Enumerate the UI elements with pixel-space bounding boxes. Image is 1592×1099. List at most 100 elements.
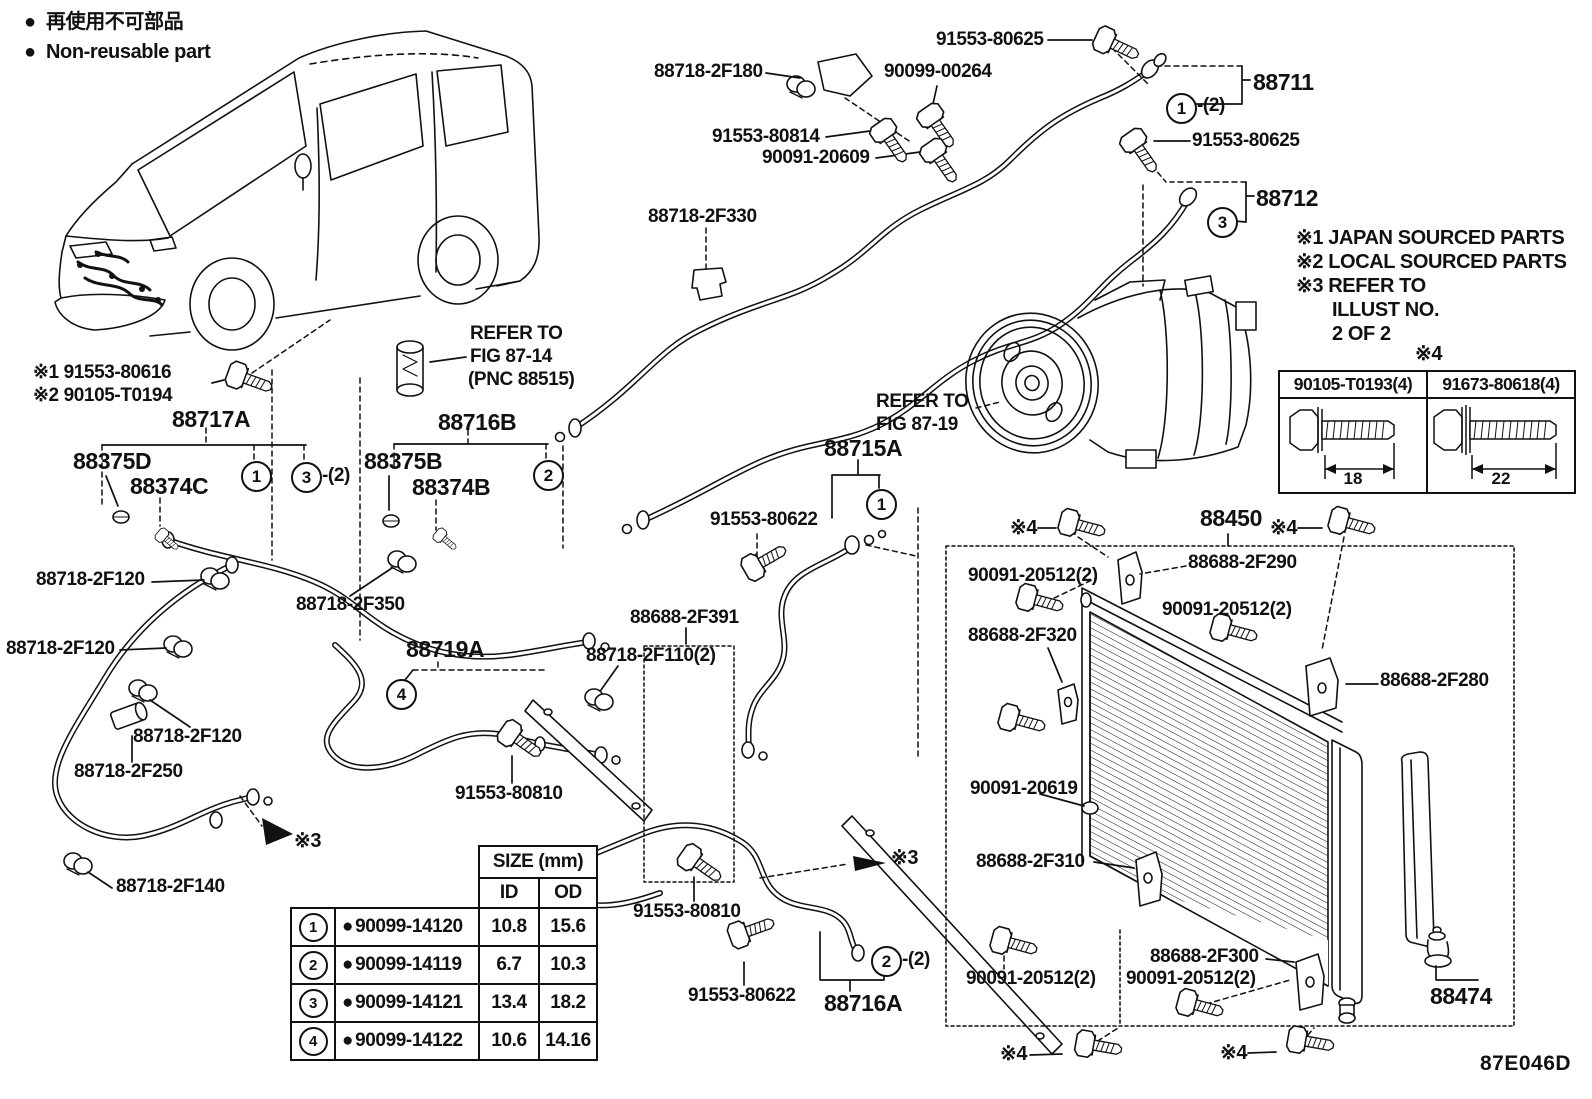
label-88719A: 88719A <box>406 636 485 662</box>
label-88716A: 88716A <box>824 990 903 1016</box>
label-91553-80810-b: 91553-80810 <box>633 901 741 922</box>
van-illustration <box>54 30 540 351</box>
size-row2-num: 2 <box>290 945 336 985</box>
label-91553-80622-b: 91553-80622 <box>688 985 796 1006</box>
label-88716B: 88716B <box>438 409 517 435</box>
mark-x3-left: ※3 <box>294 830 322 852</box>
label-88374B: 88374B <box>412 474 491 500</box>
callout-3-88717A: 3 <box>291 462 322 493</box>
label-91553-80625-b: 91553-80625 <box>1192 130 1300 151</box>
size-table-id-header: ID <box>478 877 540 909</box>
label-88715A: 88715A <box>824 435 903 461</box>
label-91553-80622-top: 91553-80622 <box>710 509 818 530</box>
mark-x3-right: ※3 <box>891 847 919 869</box>
note-refer-to: ※3 REFER TO <box>1296 275 1426 297</box>
bolt-22-icon <box>1433 405 1557 479</box>
callout-1-88711-qty: -(2) <box>1197 95 1225 116</box>
bolt-variant-table: 90105-T0193(4) 91673-80618(4) 18 22 <box>1278 370 1576 494</box>
size-row2-od: 10.3 <box>538 945 598 985</box>
legend-bullet-2: ● <box>24 41 36 63</box>
label-88374C: 88374C <box>130 473 209 499</box>
size-row2-id: 6.7 <box>478 945 540 985</box>
label-88375D: 88375D <box>73 448 152 474</box>
bolt-18-icon <box>1289 407 1395 479</box>
label-88718-2F350: 88718-2F350 <box>296 594 405 615</box>
ref-fig8714-line1: REFER TO <box>470 323 563 344</box>
label-88688-2F320: 88688-2F320 <box>968 625 1077 646</box>
reference-dashes <box>101 47 1345 1047</box>
note-japan-sourced: ※1 JAPAN SOURCED PARTS <box>1296 227 1565 249</box>
label-88718-2F120-b: 88718-2F120 <box>6 638 115 659</box>
callout-2-88716A-qty: -(2) <box>902 949 930 970</box>
size-row1-part: ●90099-14120 <box>334 907 480 947</box>
label-88688-2F391: 88688-2F391 <box>630 607 739 628</box>
clamps-and-grommets <box>63 53 1063 1055</box>
size-row3-part: ●90099-14121 <box>334 983 480 1023</box>
label-88474: 88474 <box>1430 983 1492 1009</box>
note-2of2: 2 OF 2 <box>1332 323 1391 345</box>
label-91553-80810-a: 91553-80810 <box>455 783 563 804</box>
label-90091-20512-a: 90091-20512(2) <box>968 565 1098 586</box>
pipe-fittings <box>161 52 1198 962</box>
label-90091-20512-c: 90091-20512(2) <box>966 968 1096 989</box>
label-90091-20512-b: 90091-20512(2) <box>1162 599 1292 620</box>
size-row1-od: 15.6 <box>538 907 598 947</box>
legend-bullet-1: ● <box>24 11 36 33</box>
bolt-table-part-2: 91673-80618(4) <box>1426 370 1576 399</box>
size-row4-part: ●90099-14122 <box>334 1021 480 1061</box>
x3-arrow-icons <box>262 818 886 871</box>
label-90091-20609: 90091-20609 <box>762 147 870 168</box>
mark-x4-b: ※4 <box>1270 517 1298 539</box>
size-row4-od: 14.16 <box>538 1021 598 1061</box>
label-88688-2F300: 88688-2F300 <box>1150 946 1259 967</box>
label-88718-2F330: 88718-2F330 <box>648 206 757 227</box>
mark-x4-table: ※4 <box>1415 343 1443 365</box>
label-88688-2F280: 88688-2F280 <box>1380 670 1489 691</box>
mark-x4-d: ※4 <box>1220 1042 1248 1064</box>
label-88718-2F120-a: 88718-2F120 <box>36 569 145 590</box>
legend-jp: 再使用不可部品 <box>46 11 184 33</box>
label-88718-2F140: 88718-2F140 <box>116 876 225 897</box>
size-table-od-header: OD <box>538 877 598 909</box>
size-row3-od: 18.2 <box>538 983 598 1023</box>
label-x1-91553-80616: ※1 91553-80616 <box>33 362 172 383</box>
label-x2-90105-T0194: ※2 90105-T0194 <box>33 385 173 406</box>
size-row3-num: 3 <box>290 983 336 1023</box>
size-row4-id: 10.6 <box>478 1021 540 1061</box>
legend-en: Non-reusable part <box>46 41 211 63</box>
ac-pipes <box>51 67 1191 955</box>
size-table-title: SIZE (mm) <box>478 845 598 879</box>
label-88375B: 88375B <box>364 448 443 474</box>
label-88711: 88711 <box>1253 69 1314 95</box>
grommet-88474 <box>1424 926 1452 968</box>
size-row3-id: 13.4 <box>478 983 540 1023</box>
callout-1-88711: 1 <box>1166 93 1197 124</box>
label-90099-00264: 90099-00264 <box>884 61 992 82</box>
label-88712: 88712 <box>1256 185 1318 211</box>
mark-x4-c: ※4 <box>1000 1043 1028 1065</box>
label-91553-80814: 91553-80814 <box>712 126 820 147</box>
label-88688-2F310: 88688-2F310 <box>976 851 1085 872</box>
label-88718-2F110: 88718-2F110(2) <box>586 645 716 666</box>
size-row1-id: 10.8 <box>478 907 540 947</box>
compressor-drawing <box>965 275 1257 469</box>
label-88718-2F180: 88718-2F180 <box>654 61 763 82</box>
label-88688-2F290: 88688-2F290 <box>1188 552 1297 573</box>
condenser-drawing <box>945 545 1515 1027</box>
expansion-valve <box>396 340 424 397</box>
note-local-sourced: ※2 LOCAL SOURCED PARTS <box>1296 251 1567 273</box>
ref-fig8714-line2: FIG 87-14 <box>470 346 552 367</box>
bolt-table-part-1: 90105-T0193(4) <box>1278 370 1428 399</box>
bolt-table-drawing-1: 18 <box>1278 397 1428 494</box>
hose-size-table: SIZE (mm) ID OD 1 ●90099-14120 10.8 15.6… <box>290 845 602 1061</box>
label-88718-2F250: 88718-2F250 <box>74 761 183 782</box>
label-88718-2F120-c: 88718-2F120 <box>133 726 242 747</box>
mark-x4-a: ※4 <box>1010 517 1038 539</box>
ref-fig8714-line3: (PNC 88515) <box>468 369 575 390</box>
callout-4-88719A: 4 <box>386 679 417 710</box>
bolt-table-drawing-2: 22 <box>1426 397 1576 494</box>
callout-2-88716A: 2 <box>871 946 902 977</box>
callout-3-88717A-qty: -(2) <box>322 465 350 486</box>
ref-fig8719-line2: FIG 87-19 <box>876 414 958 435</box>
